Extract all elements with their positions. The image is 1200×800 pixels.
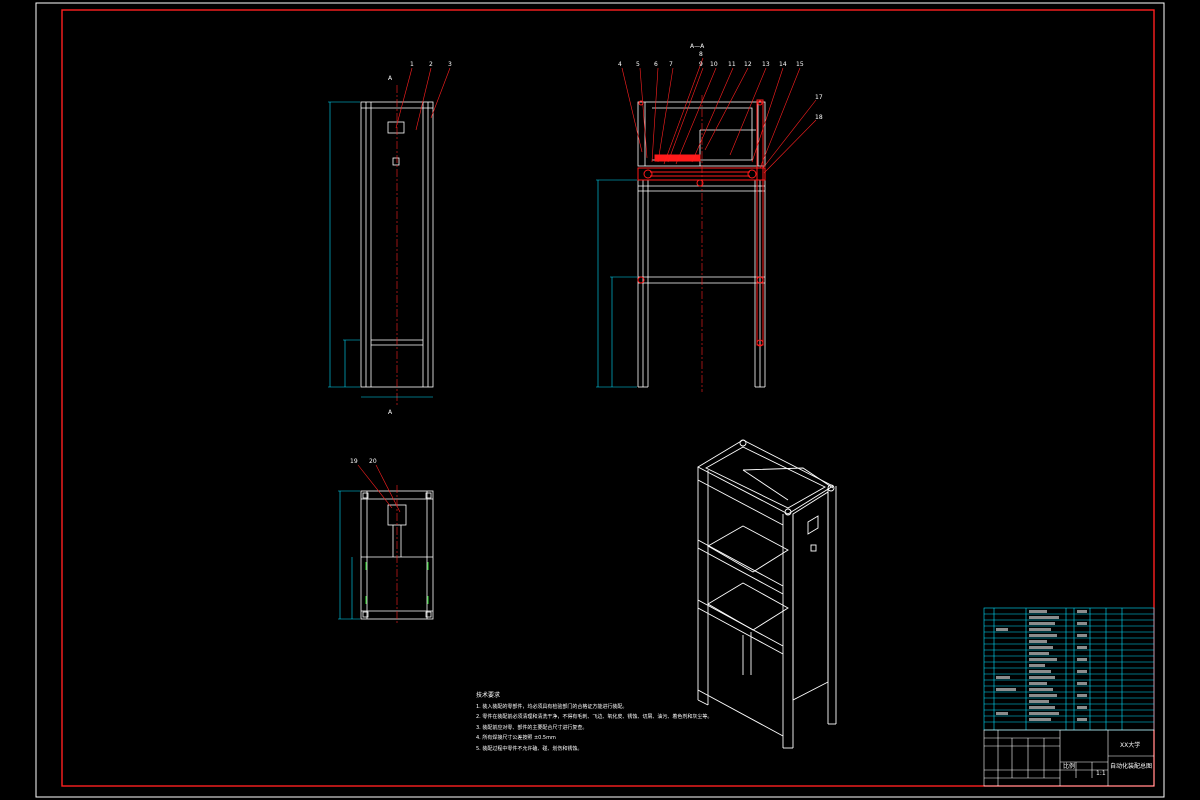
section-view (637, 101, 766, 388)
part-number-label: 15 (796, 61, 804, 68)
section-marker: A (388, 75, 393, 82)
technical-note: 2. 零件在装配前必须清理和清洗干净，不得有毛刺、飞边、氧化皮、锈蚀、切屑、油污… (476, 714, 713, 720)
part-number-label: 14 (779, 61, 787, 68)
section-marker: A (388, 409, 393, 416)
technical-note: 3. 装配前应对零、部件的主要配合尺寸进行复查。 (476, 724, 588, 731)
part-number-label: 2 (429, 61, 433, 68)
top-leaders (357, 464, 401, 513)
part-number-label: 4 (618, 61, 622, 68)
isometric-view (697, 439, 837, 749)
part-number-label: 12 (744, 61, 752, 68)
part-number-label: 18 (815, 114, 823, 121)
front-leaders (395, 67, 451, 131)
part-number-label: 20 (369, 458, 377, 465)
section-dimensions (596, 179, 637, 388)
technical-note: 5. 装配过程中零件不允许磕、碰、划伤和锈蚀。 (476, 745, 583, 752)
part-number-label: 1 (410, 61, 414, 68)
technical-note: 4. 所有焊接尺寸公差按照 ±0.5mm (476, 735, 556, 741)
bom-table (983, 607, 1155, 731)
school-name: XX大学 (1120, 741, 1140, 749)
front-label-group: 1 2 3 A A (388, 61, 452, 416)
part-number-label: 3 (448, 61, 452, 68)
scale-label: 比例 (1063, 762, 1075, 770)
scale-value: 1:1 (1096, 770, 1106, 777)
section-label-group: A—A 4 5 6 7 8 9 10 11 12 13 14 15 17 18 (618, 43, 823, 121)
top-view-accents (365, 562, 429, 604)
front-dimensions (328, 101, 433, 398)
part-number-label: 7 (669, 61, 673, 68)
technical-note: 1. 装入装配的零部件，均必须具有检验部门的合格证方能进行装配。 (476, 703, 628, 710)
part-number-label: 13 (762, 61, 770, 68)
outer-border (35, 2, 1165, 798)
section-title: A—A (690, 43, 705, 50)
part-number-label: 10 (710, 61, 718, 68)
inner-frame (61, 9, 1155, 787)
title-block-text: XX大学 自动化装配总图 比例 1:1 (1063, 741, 1152, 777)
part-number-label: 11 (728, 61, 736, 68)
technical-notes: 技术要求 1. 装入装配的零部件，均必须具有检验部门的合格证方能进行装配。 2.… (476, 691, 716, 754)
technical-notes-title: 技术要求 (476, 692, 501, 699)
top-dimensions (338, 490, 360, 620)
section-highlight (637, 99, 766, 347)
part-number-label: 5 (636, 61, 640, 68)
part-number-label: 9 (699, 61, 703, 68)
drawing-name: 自动化装配总图 (1110, 762, 1152, 770)
part-number-label: 6 (654, 61, 658, 68)
title-block (983, 729, 1155, 787)
part-number-label: 17 (815, 94, 823, 101)
bom-row-fills (996, 610, 1087, 721)
section-leaders (621, 57, 817, 174)
part-number-label: 19 (350, 458, 358, 465)
top-label-group: 19 20 (350, 458, 377, 465)
part-number-label: 8 (699, 51, 703, 58)
